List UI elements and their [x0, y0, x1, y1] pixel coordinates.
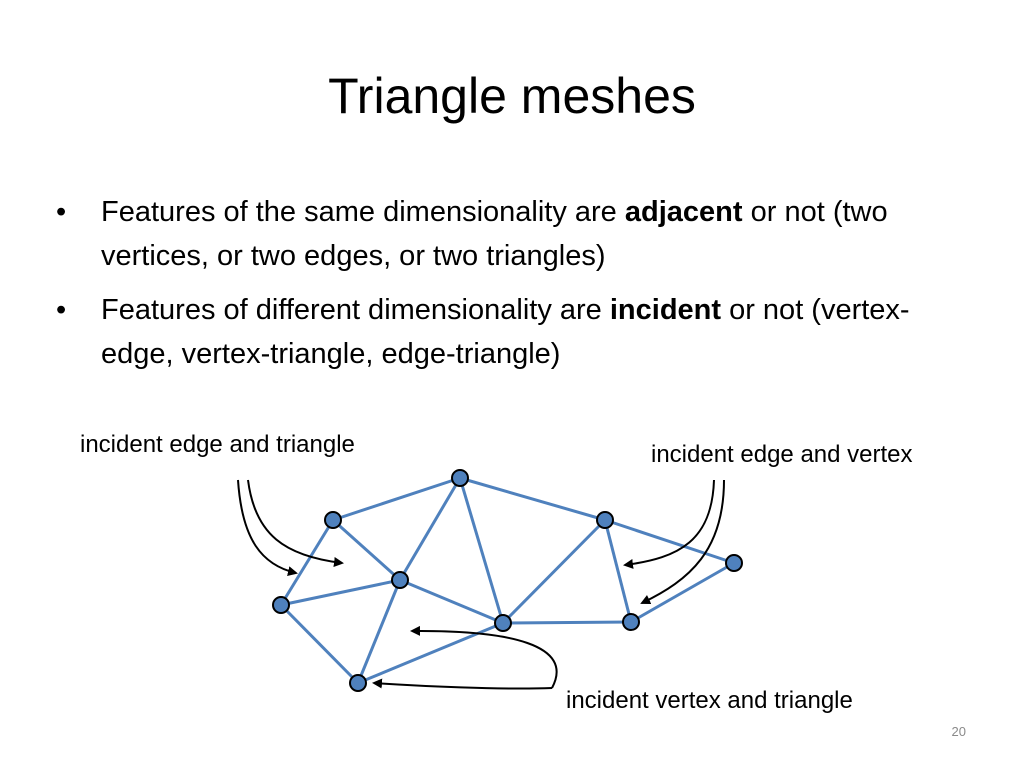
mesh-vertex [349, 674, 367, 692]
bullet-bold-term: incident [609, 294, 722, 326]
mesh-edge [356, 579, 402, 684]
arrow-vertex-triangle-b [372, 678, 553, 690]
mesh-edge [399, 578, 504, 625]
arrow-edge-vertex-b [640, 479, 725, 605]
arrow-edge-vertex-a [623, 479, 715, 569]
mesh-edge [458, 477, 505, 624]
bullet-dot-icon: • [56, 196, 67, 228]
bullet-text-start: Features of different dimensionality are [101, 294, 610, 326]
mesh-edge [398, 477, 462, 581]
bullet-text-start: Features of the same dimensionality are [101, 196, 625, 228]
mesh-vertex [451, 469, 469, 487]
mesh-edge [332, 476, 461, 522]
mesh-edge [331, 518, 402, 582]
mesh-vertex [725, 554, 743, 572]
mesh-edge [280, 578, 401, 607]
label-incident-vertex-triangle: incident vertex and triangle [566, 687, 853, 714]
mesh-edge [459, 476, 606, 522]
bullet-bold-term: adjacent [624, 196, 743, 228]
mesh-edge [501, 518, 607, 625]
mesh-vertex [324, 511, 342, 529]
annotation-arrows [237, 479, 725, 690]
mesh-vertex [494, 614, 512, 632]
mesh-vertex [596, 511, 614, 529]
mesh-edges [279, 476, 735, 685]
mesh-vertex [391, 571, 409, 589]
bullet-text-end: or not (two vertices, or two edges, or t… [101, 196, 888, 272]
mesh-edge [279, 519, 335, 606]
label-incident-edge-vertex: incident edge and vertex [651, 441, 913, 468]
mesh-edge [279, 603, 360, 685]
mesh-edge [603, 519, 633, 623]
mesh-edge [630, 561, 735, 624]
bullet-dot-icon: • [56, 294, 67, 326]
mesh-edge [604, 518, 735, 565]
bullet-item-adjacent: • Features of the same dimensionality ar… [56, 190, 976, 278]
mesh-vertices [272, 469, 743, 692]
page-number: 20 [951, 724, 966, 739]
arrow-edge-triangle-b [247, 479, 344, 567]
arrow-vertex-triangle-a [410, 625, 558, 689]
mesh-vertex [272, 596, 290, 614]
mesh-edge [502, 620, 632, 625]
bullet-text-end: or not (vertex-edge, vertex-triangle, ed… [101, 294, 910, 370]
mesh-vertex [622, 613, 640, 631]
slide-title: Triangle meshes [328, 68, 696, 124]
bullet-item-incident: • Features of different dimensionality a… [56, 288, 976, 376]
arrow-edge-triangle-a [237, 479, 298, 577]
label-incident-edge-triangle: incident edge and triangle [80, 431, 355, 458]
bullet-list: • Features of the same dimensionality ar… [56, 190, 976, 386]
